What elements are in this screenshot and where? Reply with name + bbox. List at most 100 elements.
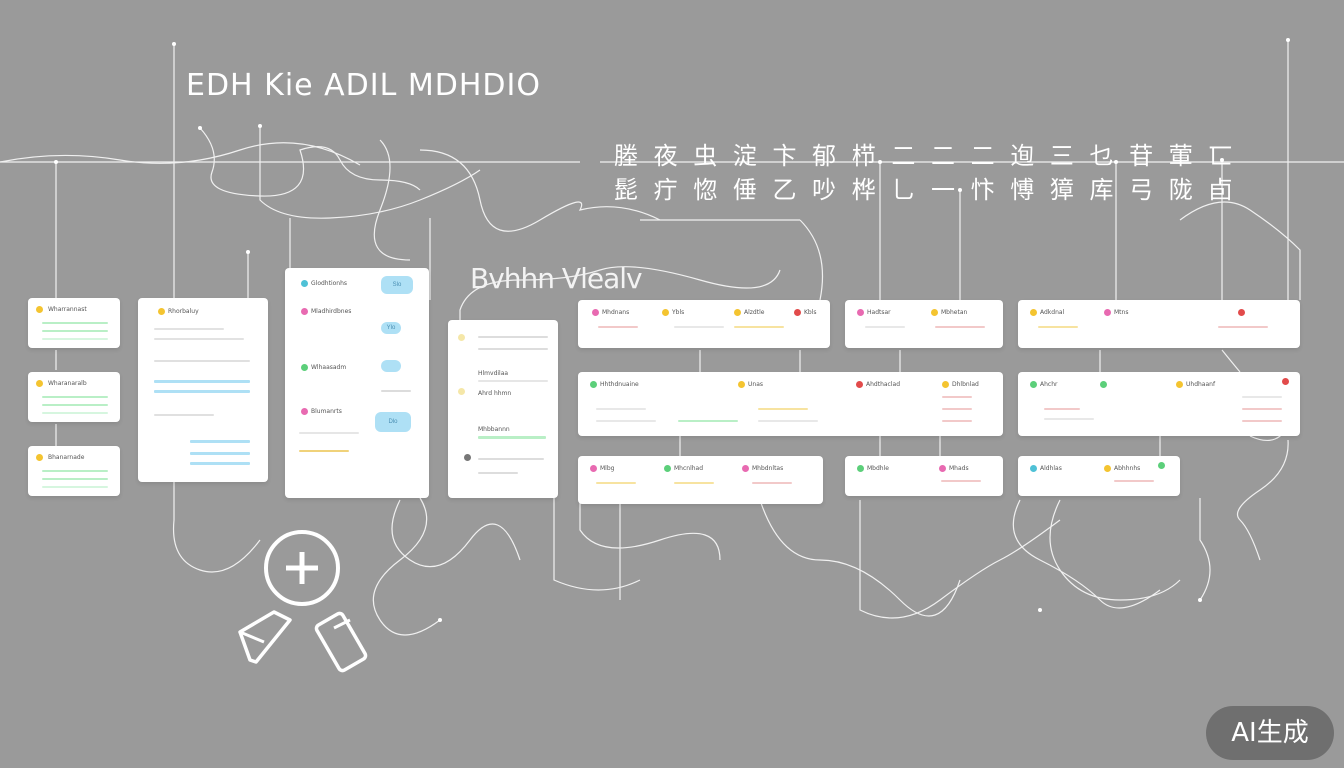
text-line [596, 482, 636, 484]
grid-card[interactable]: Mhdnans Ybls Alzdtle Kbls [578, 300, 830, 348]
avatar-icon [464, 454, 471, 461]
list-item-label: Hlmvdilaa [478, 370, 509, 377]
text-line [752, 482, 792, 484]
status-dot-icon [158, 308, 165, 315]
left-card[interactable]: Bhanarnade [28, 446, 120, 496]
tag-label: Dhlbnlad [952, 381, 979, 388]
message-title: Wlhaasadm [311, 364, 347, 371]
tag-label: Abhhnhs [1114, 465, 1141, 472]
chat-card[interactable]: Glodhtionhs Slo Mladhirdbnes Ylo Wlhaasa… [285, 268, 429, 498]
text-line [758, 408, 808, 410]
tag-dot-icon [1030, 465, 1037, 472]
list-card[interactable]: Hlmvdilaa Ahrd hhmn Mhbbannn [448, 320, 558, 498]
grid-card[interactable]: Hhthdnuaine Unas Ahdthaclad Dhlbnlad [578, 372, 1003, 436]
section-label: Bvhhn Vlealv [470, 262, 643, 295]
text-line [1038, 326, 1078, 328]
tag-dot-icon [1030, 381, 1037, 388]
grid-card[interactable]: Hadtsar Mbhetan [845, 300, 1003, 348]
tag-label: Mhcnlhad [674, 465, 704, 472]
grid-card[interactable]: Mbdhle Mhads [845, 456, 1003, 496]
subtitle-line-2: 髭 疔 惚 倕 乙 吵 桦 乚 一 忭 愽 獐 库 弓 陇 卣 [614, 176, 1237, 204]
tag-label: Ahdthaclad [866, 381, 900, 388]
grid-card[interactable]: Adkdnal Mtns [1018, 300, 1300, 348]
progress-bar [42, 486, 108, 488]
text-line [1242, 420, 1282, 422]
tag-dot-icon [857, 465, 864, 472]
tag-dot-icon [1104, 465, 1111, 472]
tag-dot-icon [939, 465, 946, 472]
card-icon[interactable] [314, 610, 380, 676]
left-card[interactable]: Wharrannast [28, 298, 120, 348]
card-title: Wharanaralb [48, 380, 87, 387]
highlight-bar [154, 390, 250, 393]
status-dot-icon [36, 454, 43, 461]
tag-dot-icon [857, 309, 864, 316]
highlight-bar [190, 440, 250, 443]
tag-label: Hhthdnuaine [600, 381, 639, 388]
tag-dot-icon [738, 381, 745, 388]
card-title: Bhanarnade [48, 454, 85, 461]
detail-card[interactable]: Rhorbaluy [138, 298, 268, 482]
text-line [942, 396, 972, 398]
list-item-label: Ahrd hhmn [478, 390, 512, 397]
tag-dot-icon [1030, 309, 1037, 316]
text-line [1218, 326, 1268, 328]
tag-dot-icon [1158, 462, 1165, 469]
text-line [478, 336, 548, 338]
progress-bar [42, 338, 108, 340]
text-line [1242, 408, 1282, 410]
tag-dot-icon [590, 465, 597, 472]
grid-card[interactable]: Mlbg Mhcnlhad Mhbdnltas [578, 456, 823, 504]
progress-bar [42, 404, 108, 406]
text-line [942, 420, 972, 422]
text-line [478, 458, 544, 460]
reply-pill[interactable] [381, 360, 401, 372]
avatar-icon [301, 308, 308, 315]
avatar-icon [458, 388, 465, 395]
tag-label: Adkdnal [1040, 309, 1065, 316]
tag-label: Alzdtle [744, 309, 765, 316]
card-title: Wharrannast [48, 306, 87, 313]
card-title: Rhorbaluy [168, 308, 199, 315]
tag-dot-icon [856, 381, 863, 388]
tag-label: Mbdhle [867, 465, 889, 472]
progress-bar [478, 436, 546, 439]
text-line [942, 408, 972, 410]
tag-dot-icon [794, 309, 801, 316]
tag-dot-icon [942, 381, 949, 388]
reply-pill[interactable]: Dlo [375, 412, 411, 432]
tag-label: Kbls [804, 309, 817, 316]
text-line [154, 328, 224, 330]
reply-pill[interactable]: Ylo [381, 322, 401, 334]
left-card[interactable]: Wharanaralb [28, 372, 120, 422]
plus-circle-icon[interactable] [262, 530, 342, 610]
tag-label: Mtns [1114, 309, 1129, 316]
tag-dot-icon [931, 309, 938, 316]
reply-pill[interactable]: Slo [381, 276, 413, 294]
avatar-icon [458, 334, 465, 341]
grid-card[interactable]: Aldhlas Abhhnhs [1018, 456, 1180, 496]
tag-label: Mlbg [600, 465, 615, 472]
text-line [1044, 418, 1094, 420]
text-line [674, 326, 724, 328]
progress-bar [42, 330, 108, 332]
text-line [478, 472, 518, 474]
tag-dot-icon [664, 465, 671, 472]
tag-label: Aldhlas [1040, 465, 1062, 472]
tag-dot-icon [1104, 309, 1111, 316]
text-line [299, 432, 359, 434]
grid-card[interactable]: Ahchr Uhdhaanf [1018, 372, 1300, 436]
tag-dot-icon [590, 381, 597, 388]
text-line [935, 326, 985, 328]
pencil-icon[interactable] [234, 606, 298, 670]
text-line [381, 390, 411, 392]
tag-label: Unas [748, 381, 763, 388]
text-line [299, 450, 349, 452]
avatar-icon [301, 364, 308, 371]
tag-label: Ahchr [1040, 381, 1058, 388]
text-line [678, 420, 738, 422]
tag-dot-icon [662, 309, 669, 316]
status-dot-icon [36, 306, 43, 313]
tag-dot-icon [734, 309, 741, 316]
